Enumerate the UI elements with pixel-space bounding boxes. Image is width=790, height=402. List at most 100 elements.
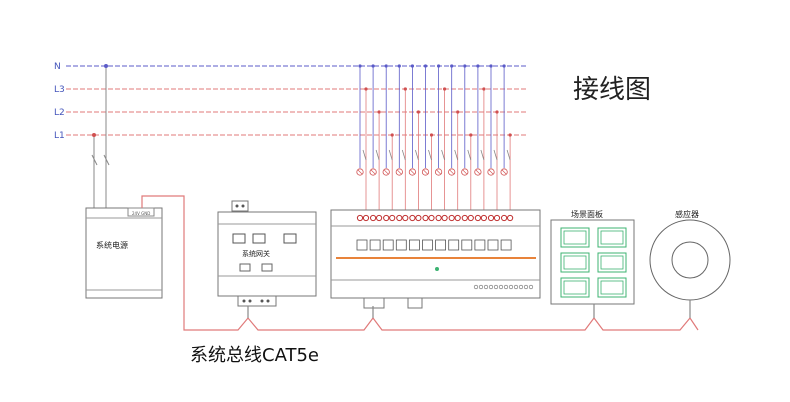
power-supply-feed [91,64,110,210]
bus-cable [141,195,699,331]
output-terminal [415,214,422,222]
scene-button-inner [563,280,587,295]
status-led [473,284,479,290]
junction-dot [463,64,467,68]
scene-button [560,227,590,248]
output-terminal [383,214,390,222]
scene-button [560,252,590,273]
status-led [488,284,494,290]
junction-dot [482,87,486,91]
relay-channel-drops [356,64,512,215]
junction-dot [397,64,401,68]
junction-dot [495,110,499,114]
status-led [478,284,484,290]
relay-manual-button [369,239,381,251]
bus-cable-label: 系统总线CAT5e [190,345,319,366]
switch-contact [441,149,445,161]
diagram-title: 接线图 [573,75,651,105]
output-terminal [454,214,461,222]
junction-dot [476,64,480,68]
scene-button-inner [563,230,587,245]
switch-contact [401,149,406,161]
relay-manual-button [422,239,433,251]
status-led [518,284,524,290]
relay-manual-button [356,239,368,251]
output-terminal [507,214,514,222]
output-terminal [362,214,370,222]
switch-contact [428,149,432,161]
lamp-cross [370,169,376,175]
output-terminal [467,214,474,222]
output-terminal [487,214,495,222]
junction-dot [364,87,368,91]
scene-panel-label: 场景面板 [571,209,603,219]
lamp-cross [423,169,428,175]
junction-dot [377,110,381,114]
output-terminal [402,214,409,222]
scene-button [597,277,627,298]
scene-button [597,227,627,248]
status-led [508,284,514,290]
scene-panel-buttons [560,227,627,298]
switch-contact [467,149,472,161]
output-terminal [376,214,383,222]
lamp-cross [397,169,402,175]
output-terminal [435,214,442,222]
lamp-cross [436,169,441,175]
output-terminal [389,214,396,222]
bus-label-l1: L1 [54,131,65,141]
junction-dot [358,64,362,68]
relay-manual-button [435,239,447,251]
status-led [523,284,529,290]
gateway-unit: 系统网关 [217,200,317,307]
switch-contact [388,149,393,161]
status-led [498,284,504,290]
status-led [483,284,489,290]
output-terminal [370,214,377,222]
relay-manual-button [487,239,499,251]
lamp-cross [449,169,454,175]
lamp-cross [488,169,494,175]
relay-manual-button [500,239,512,251]
relay-output-terminals [356,214,514,222]
relay-manual-button [461,239,473,251]
relay-manual-button [448,239,460,251]
lamp-cross [475,169,481,175]
switch-contact [415,149,419,161]
svg-text:24V GND: 24V GND [132,211,150,216]
lamp-cross [410,169,415,175]
scene-button-inner [563,255,587,270]
junction-dot [416,110,420,114]
output-terminal [396,214,403,222]
junction-dot [456,110,460,114]
junction-dot [469,133,473,137]
power-supply-label: 系统电源 [96,240,128,250]
scene-button [560,277,590,298]
output-terminal [493,214,501,222]
junction-dot [508,133,512,137]
junction-dot [390,133,394,137]
status-led [528,284,534,290]
switch-contact [506,149,511,161]
output-terminal [409,214,416,222]
status-led [513,284,519,290]
output-terminal [428,214,435,222]
output-terminal [422,214,429,222]
junction-dot [437,64,441,68]
junction-dot [410,64,414,68]
switch-contact [362,149,367,161]
gateway-label: 系统网关 [242,249,270,258]
junction-dot [429,133,434,137]
power-supply-unit: 24V GND 系统电源 [85,207,163,299]
relay-manual-button [395,239,407,251]
switch-contact [493,149,498,161]
scene-button-inner [600,230,624,245]
relay-status-leds [473,284,534,290]
lamp-cross [383,169,389,175]
bus-label-n: N [54,62,61,72]
status-led [493,284,499,290]
scene-button [597,252,627,273]
lamp-cross [462,169,468,175]
junction-dot [384,64,388,68]
